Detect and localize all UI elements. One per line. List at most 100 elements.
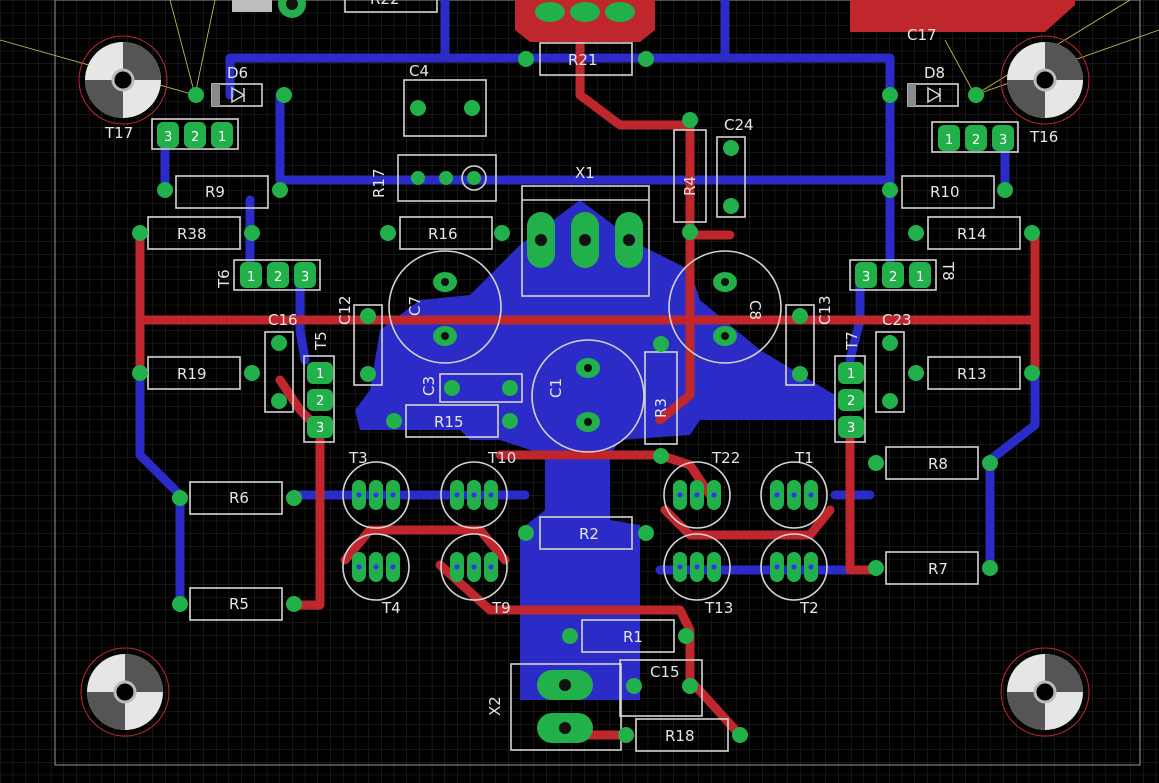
partial-component-top-left	[232, 0, 272, 12]
label-T8: T8	[939, 261, 957, 281]
label-C1: C1	[547, 378, 565, 398]
resistor-R13-body[interactable]	[927, 356, 1021, 390]
label-R14: R14	[957, 225, 987, 243]
capacitor-C12-body[interactable]	[353, 304, 383, 386]
mounting-hole-icon	[80, 647, 170, 737]
label-T17: T17	[104, 124, 133, 142]
transistor-T17-body[interactable]	[151, 118, 239, 150]
label-T4: T4	[381, 599, 401, 617]
label-T1: T1	[794, 449, 814, 467]
transistor-T2-body[interactable]	[760, 533, 828, 601]
pin-T7-2: 2	[847, 394, 855, 409]
bottom-traces	[135, 0, 1040, 610]
label-R13: R13	[957, 365, 987, 383]
transistor-T3-body[interactable]	[342, 461, 410, 529]
transistor-T9-body[interactable]	[440, 533, 508, 601]
label-R4: R4	[681, 176, 699, 196]
label-R16: R16	[428, 225, 458, 243]
capacitor-C24-body[interactable]	[716, 136, 746, 218]
label-T10: T10	[487, 449, 516, 467]
mounting-hole-icon	[1000, 35, 1090, 125]
resistor-R15-body[interactable]	[405, 404, 499, 438]
label-T5: T5	[312, 331, 330, 351]
diode-D8-band	[908, 84, 916, 106]
electrolytic-C8-body[interactable]	[668, 250, 782, 364]
pin-T8-2: 2	[889, 270, 897, 285]
transistor-T6-body[interactable]	[233, 259, 321, 291]
label-C17: C17	[907, 26, 937, 44]
label-T2: T2	[799, 599, 819, 617]
capacitor-C4-body[interactable]	[403, 79, 487, 137]
pin-T7-1: 1	[847, 367, 855, 382]
resistor-R7-body[interactable]	[885, 551, 979, 585]
pin-T16-1: 1	[945, 133, 953, 148]
resistor-R8-body[interactable]	[885, 446, 979, 480]
label-C16: C16	[268, 311, 298, 329]
label-C12: C12	[336, 295, 354, 325]
diode-D6-band	[212, 84, 220, 106]
label-C15: C15	[650, 663, 680, 681]
transistor-T10-body[interactable]	[440, 461, 508, 529]
label-T6: T6	[215, 269, 233, 289]
resistor-R2-body[interactable]	[539, 516, 633, 550]
pin-T5-1: 1	[316, 367, 324, 382]
label-R38: R38	[177, 225, 207, 243]
pin-T5-2: 2	[316, 394, 324, 409]
electrolytic-C7-body[interactable]	[388, 250, 502, 364]
label-R18: R18	[665, 727, 695, 745]
label-C24: C24	[724, 116, 754, 134]
capacitor-C23-body[interactable]	[875, 331, 905, 413]
mounting-hole-icon	[78, 35, 168, 125]
label-T7: T7	[843, 331, 861, 351]
top-traces	[135, 35, 1040, 740]
resistor-R22-body[interactable]	[344, 0, 438, 13]
transistor-T8-body[interactable]	[849, 259, 937, 291]
capacitor-C13-body[interactable]	[785, 304, 815, 386]
drill-holes	[441, 234, 729, 734]
transistor-T4-body[interactable]	[342, 533, 410, 601]
label-T9: T9	[491, 599, 511, 617]
resistor-R1-body[interactable]	[581, 619, 675, 653]
pin-T5-3: 3	[316, 421, 324, 436]
resistor-R10-body[interactable]	[901, 175, 995, 209]
label-R19: R19	[177, 365, 207, 383]
label-R17: R17	[370, 168, 388, 198]
label-R8: R8	[928, 455, 948, 473]
label-C4: C4	[409, 62, 429, 80]
diode-icon	[231, 86, 942, 104]
resistor-R14-body[interactable]	[927, 216, 1021, 250]
pin-T6-2: 2	[274, 270, 282, 285]
capacitor-C3-body[interactable]	[439, 373, 523, 403]
label-X1: X1	[575, 164, 595, 182]
connector-X1-body[interactable]	[521, 185, 650, 297]
resistor-R9-body[interactable]	[175, 175, 269, 209]
resistor-R5-body[interactable]	[189, 587, 283, 621]
pin-T8-1: 3	[862, 270, 870, 285]
transistor-T13-body[interactable]	[663, 533, 731, 601]
label-C8: C8	[746, 300, 764, 320]
resistor-R4-body[interactable]	[673, 129, 707, 223]
transistor-T7-body[interactable]	[834, 355, 866, 443]
label-C23: C23	[882, 311, 912, 329]
transistor-T22-body[interactable]	[663, 461, 731, 529]
transistor-T1-body[interactable]	[760, 461, 828, 529]
label-R5: R5	[229, 595, 249, 613]
capacitor-C16-body[interactable]	[264, 331, 294, 413]
mounting-hole-icon	[1000, 647, 1090, 737]
connector-X2-body[interactable]	[510, 663, 622, 751]
capacitor-C15-body[interactable]	[619, 659, 703, 717]
electrolytic-C1-body[interactable]	[531, 339, 645, 453]
board-outline	[54, 0, 1141, 766]
label-R3: R3	[652, 398, 670, 418]
trimmer-R17-body[interactable]	[397, 154, 497, 202]
label-D8: D8	[924, 64, 945, 82]
resistor-R18-body[interactable]	[635, 718, 729, 752]
label-T13: T13	[704, 599, 733, 617]
resistor-R16-body[interactable]	[399, 216, 493, 250]
resistor-R6-body[interactable]	[189, 481, 283, 515]
transistor-T16-body[interactable]	[931, 121, 1019, 153]
resistor-R21-body[interactable]	[539, 42, 633, 76]
transistor-T5-body[interactable]	[303, 355, 335, 443]
label-D6: D6	[227, 64, 248, 82]
